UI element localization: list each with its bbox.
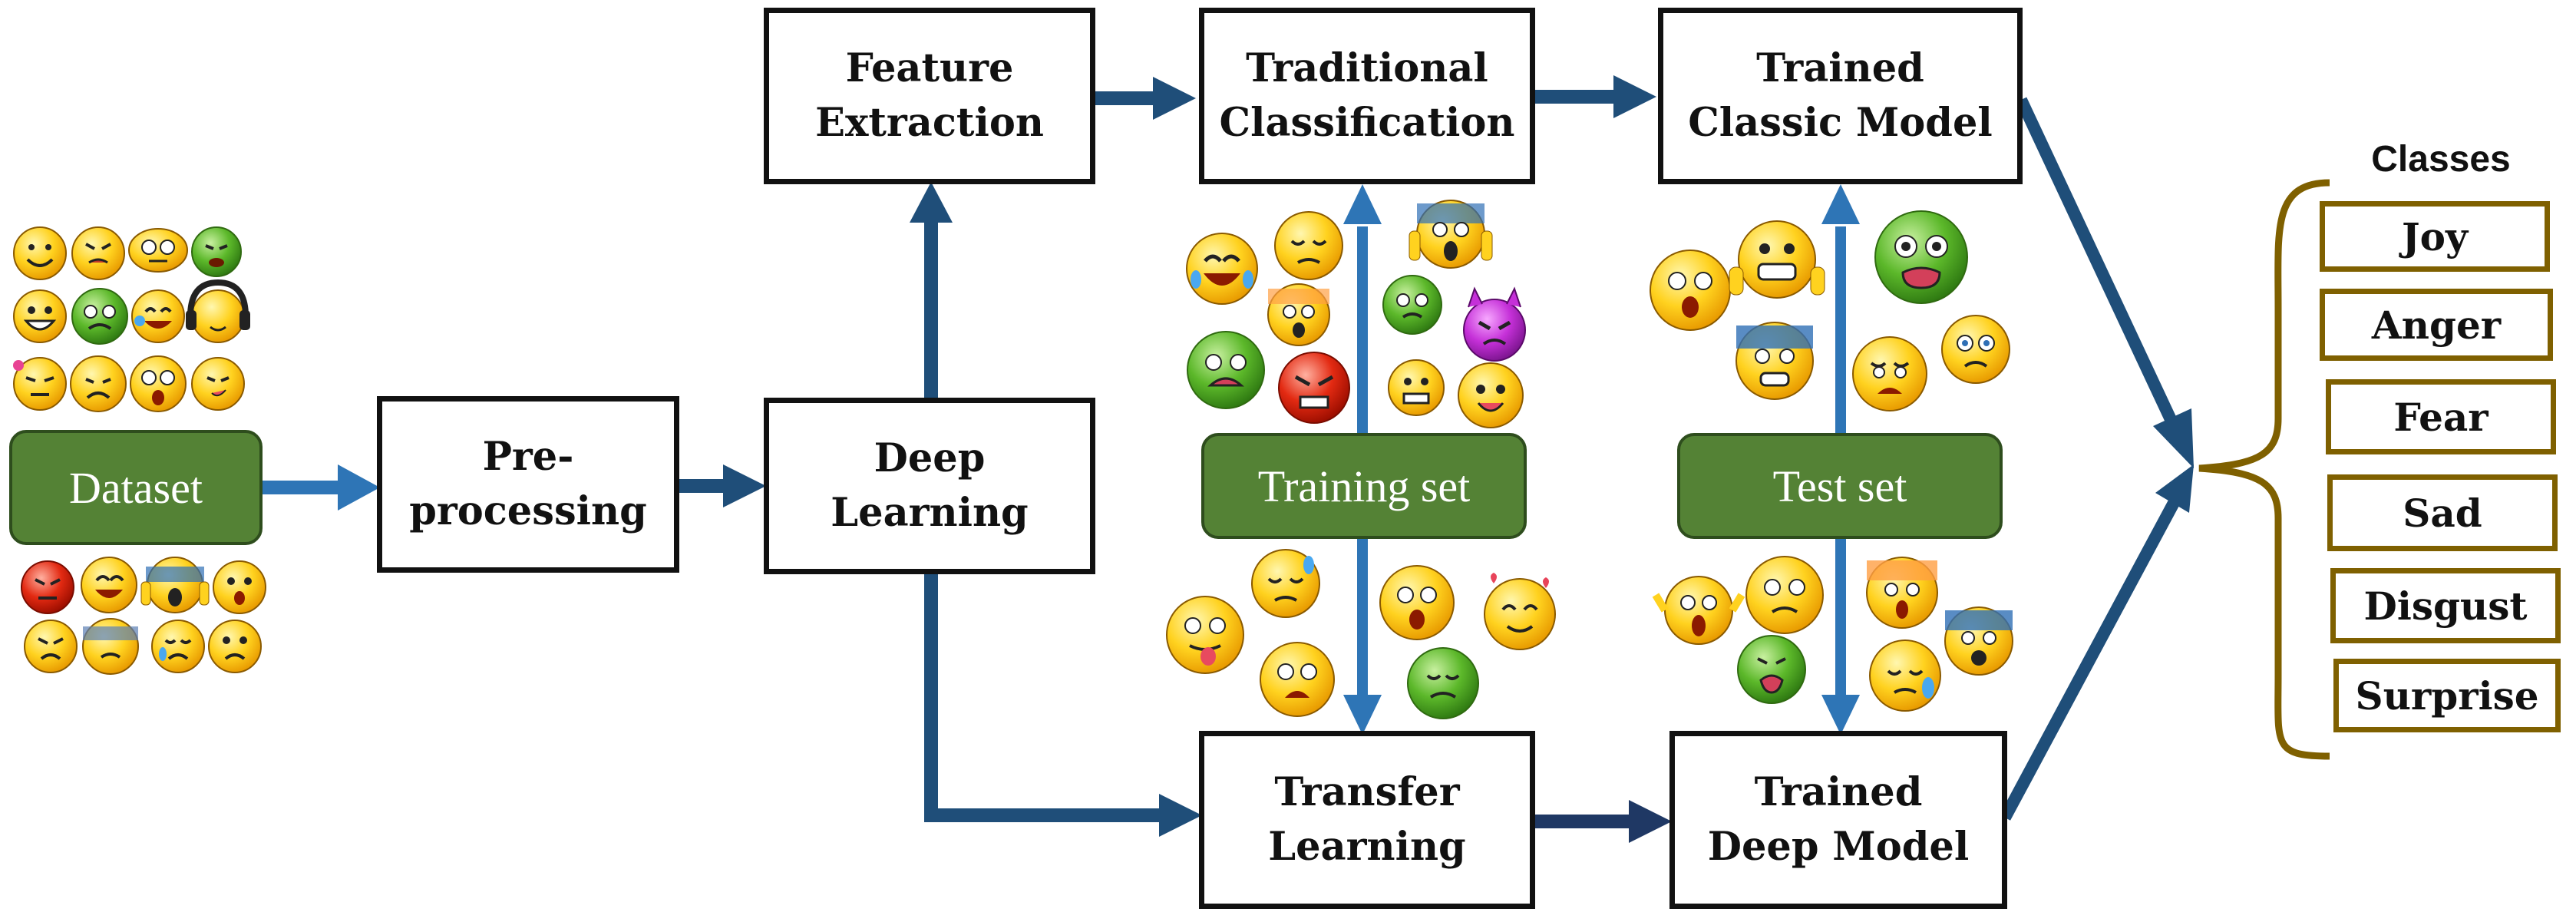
test-set-label: Test set [1677,433,2003,539]
emoji-icon [71,226,125,280]
emoji-icon [1941,315,2010,384]
transfer-learning-box: Transfer Learning [1199,731,1535,909]
emoji-icon [1407,647,1479,719]
emoji-icon [81,557,137,613]
emoji-icon [191,226,242,277]
emoji-icon [1382,275,1442,335]
class-fear: Fear [2326,379,2556,454]
emoji-icon [1409,200,1493,269]
arrow-classic-model-to-classes [2015,97,2194,468]
emoji-icon [1869,639,1941,712]
emoji-icon [1729,220,1825,299]
emoji-icon [208,620,262,673]
emoji-icon [1652,576,1745,645]
emoji-icon [213,560,266,614]
training-set-label: Training set [1201,433,1527,539]
emoji-icon [1874,210,1968,304]
arrow-deep-learning-to-feature-extraction [910,182,953,399]
test-set-upper-emoji-cluster [1650,210,2010,411]
emoji-icon [13,289,67,343]
emoji-icon [186,279,250,343]
emoji-icon [24,620,78,673]
arrow-feature-extraction-to-traditional-classification [1094,77,1196,120]
emoji-icon [1458,362,1524,428]
classes-title: Classes [2371,139,2511,180]
emoji-icon [131,289,185,343]
test-set-lower-emoji-cluster [1652,556,2013,712]
emoji-icon [1379,565,1455,640]
arrow-dataset-to-preprocessing [261,464,380,511]
emoji-icon [1463,286,1526,362]
emoji-icon [1484,573,1556,650]
emoji-icon [1737,635,1806,704]
arrow-preprocessing-to-deep-learning [679,464,766,507]
dataset-top-emoji-cluster [13,226,250,412]
emoji-icon [1186,233,1258,305]
class-sad: Sad [2327,474,2558,551]
trained-deep-model-box: Trained Deep Model [1669,731,2007,909]
arrow-traditional-to-trained-classic [1533,75,1656,118]
emoji-icon [1852,336,1927,411]
emoji-icon [21,560,74,614]
preprocessing-box: Pre- processing [377,396,679,573]
training-set-upper-emoji-cluster [1186,200,1526,428]
class-surprise: Surprise [2333,659,2561,732]
emoji-icon [151,620,205,673]
emoji-icon [1650,250,1731,331]
dataset-bottom-emoji-cluster [21,557,266,675]
emoji-icon [71,288,128,345]
deep-learning-box: Deep Learning [764,398,1095,574]
emoji-icon [13,226,67,280]
emoji-icon [1278,352,1350,424]
emoji-icon [1274,211,1343,280]
dataset-label: Dataset [9,430,263,545]
emoji-icon [128,228,188,273]
emoji-icon [1388,359,1445,416]
emoji-icon [1166,596,1244,674]
class-disgust: Disgust [2330,568,2561,643]
class-joy: Joy [2320,201,2550,272]
emoji-icon [140,557,210,613]
arrow-transfer-to-trained-deep [1533,800,1672,843]
emoji-icon [1944,606,2013,676]
training-set-lower-emoji-cluster [1166,549,1556,719]
emoji-icon [1735,322,1814,400]
emoji-icon [1251,549,1320,618]
feature-extraction-box: Feature Extraction [764,8,1095,184]
classes-brace [2198,179,2330,760]
emoji-icon [130,355,187,412]
emoji-icon [1187,331,1265,409]
emoji-icon [1267,283,1330,346]
arrow-deep-learning-to-transfer-learning [924,574,1202,837]
traditional-classification-box: Traditional Classification [1199,8,1535,184]
emoji-icon [191,357,245,411]
class-anger: Anger [2320,289,2553,361]
emoji-icon [1866,557,1938,629]
emoji-icon [1745,556,1824,634]
trained-classic-model-box: Trained Classic Model [1658,8,2023,184]
emoji-icon [70,355,127,412]
emoji-icon [82,618,139,675]
emoji-icon [13,357,67,411]
arrow-deep-model-to-classes [1999,464,2194,821]
emoji-icon [1260,642,1335,717]
